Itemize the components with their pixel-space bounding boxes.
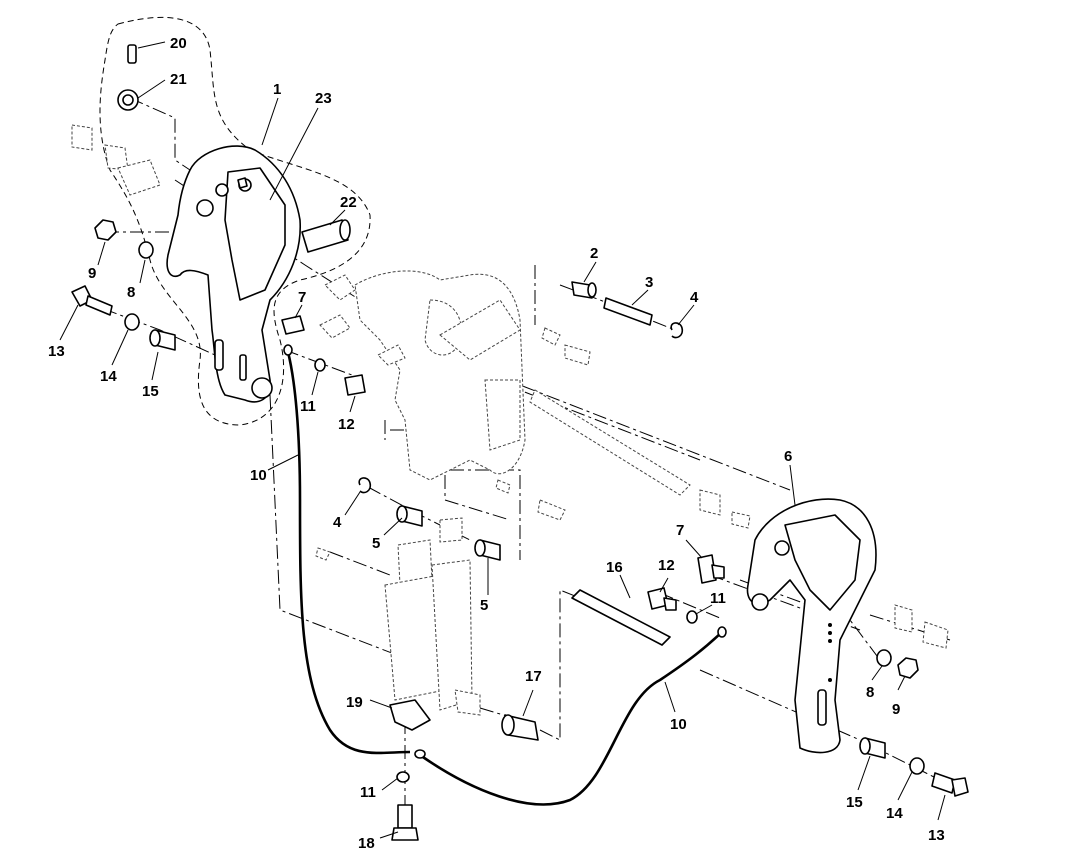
callout-4-upper: 4 bbox=[690, 289, 699, 306]
washer-8-right bbox=[876, 649, 892, 667]
tube-22 bbox=[301, 219, 351, 253]
callout-10-right: 10 bbox=[670, 716, 687, 733]
callout-9-right: 9 bbox=[892, 701, 900, 718]
washer-14-right bbox=[909, 757, 925, 775]
phantom-swivel-housing bbox=[319, 270, 751, 529]
callout-8-left: 8 bbox=[127, 284, 135, 301]
callout-11-lower: 11 bbox=[360, 784, 376, 801]
bushing-21 bbox=[117, 89, 139, 111]
left-bracket-group-outline bbox=[99, 16, 371, 426]
callout-11-right: 11 bbox=[710, 590, 726, 607]
leader-lines bbox=[59, 41, 946, 839]
bracket-19 bbox=[389, 699, 431, 731]
pin-20 bbox=[127, 44, 137, 64]
clip-4-lower bbox=[358, 477, 372, 494]
callout-12-right: 12 bbox=[658, 557, 675, 574]
cable-terminal-right bbox=[717, 626, 727, 638]
nut-9-right bbox=[897, 657, 919, 679]
phantom-tilt-cylinder bbox=[315, 517, 481, 716]
callout-5-right: 5 bbox=[480, 597, 488, 614]
bolt-18 bbox=[391, 804, 419, 841]
callout-10-left: 10 bbox=[250, 467, 267, 484]
bushing-5-right bbox=[474, 539, 501, 561]
washer-11-lower bbox=[396, 771, 410, 783]
bushing-15-right bbox=[859, 737, 886, 759]
callout-23: 23 bbox=[315, 90, 332, 107]
callout-1: 1 bbox=[273, 81, 281, 98]
washer-8-left bbox=[138, 241, 154, 259]
bushing-15-left bbox=[149, 329, 176, 351]
rod-16 bbox=[571, 589, 671, 646]
callout-17: 17 bbox=[525, 668, 542, 685]
phantom-right-bracket-parts bbox=[894, 604, 949, 649]
bushing-17 bbox=[501, 714, 539, 741]
callout-22: 22 bbox=[340, 194, 357, 211]
callout-18: 18 bbox=[358, 835, 375, 852]
screw-12-upper bbox=[344, 374, 366, 396]
washer-11-upper bbox=[314, 358, 326, 372]
callout-15-left: 15 bbox=[142, 383, 159, 400]
callout-14-right: 14 bbox=[886, 805, 903, 822]
bolt-13-left bbox=[71, 285, 113, 316]
callout-7-left: 7 bbox=[298, 289, 306, 306]
callout-13-right: 13 bbox=[928, 827, 945, 844]
callout-7-right: 7 bbox=[676, 522, 684, 539]
washer-11-right bbox=[686, 610, 698, 624]
pin-3 bbox=[603, 297, 653, 326]
callout-14-left: 14 bbox=[100, 368, 117, 385]
screw-12-right bbox=[647, 587, 677, 611]
callout-6: 6 bbox=[784, 448, 792, 465]
bushing-2 bbox=[571, 281, 597, 299]
callout-21: 21 bbox=[170, 71, 187, 88]
callout-5-left: 5 bbox=[372, 535, 380, 552]
washer-14-left bbox=[124, 313, 140, 331]
cable-terminal-lower bbox=[414, 749, 426, 759]
callout-11-upper: 11 bbox=[300, 398, 316, 415]
callout-2: 2 bbox=[590, 245, 598, 262]
callout-labels: 20 21 1 23 22 9 8 13 14 15 7 11 12 10 2 … bbox=[48, 35, 945, 852]
callout-3: 3 bbox=[645, 274, 653, 291]
right-transom-bracket bbox=[746, 498, 877, 754]
plate-23 bbox=[237, 177, 248, 189]
callout-4-lower: 4 bbox=[333, 514, 342, 531]
grease-fitting-7-left bbox=[281, 315, 305, 335]
cable-terminal-top bbox=[283, 344, 293, 356]
left-transom-bracket bbox=[166, 145, 301, 403]
callout-16: 16 bbox=[606, 559, 623, 576]
bolt-13-right bbox=[931, 772, 969, 797]
callout-9-left: 9 bbox=[88, 265, 96, 282]
callout-13-left: 13 bbox=[48, 343, 65, 360]
ground-cable-10 bbox=[286, 351, 723, 806]
callout-15-right: 15 bbox=[846, 794, 863, 811]
callout-8-right: 8 bbox=[866, 684, 874, 701]
callout-12-upper: 12 bbox=[338, 416, 355, 433]
callout-19: 19 bbox=[346, 694, 363, 711]
nut-9-left bbox=[94, 219, 117, 241]
bushing-5-left bbox=[396, 505, 423, 527]
grease-fitting-7-right bbox=[697, 554, 725, 584]
clip-4-upper bbox=[670, 322, 684, 339]
phantom-left-bracket-parts bbox=[71, 124, 161, 196]
callout-20: 20 bbox=[170, 35, 187, 52]
